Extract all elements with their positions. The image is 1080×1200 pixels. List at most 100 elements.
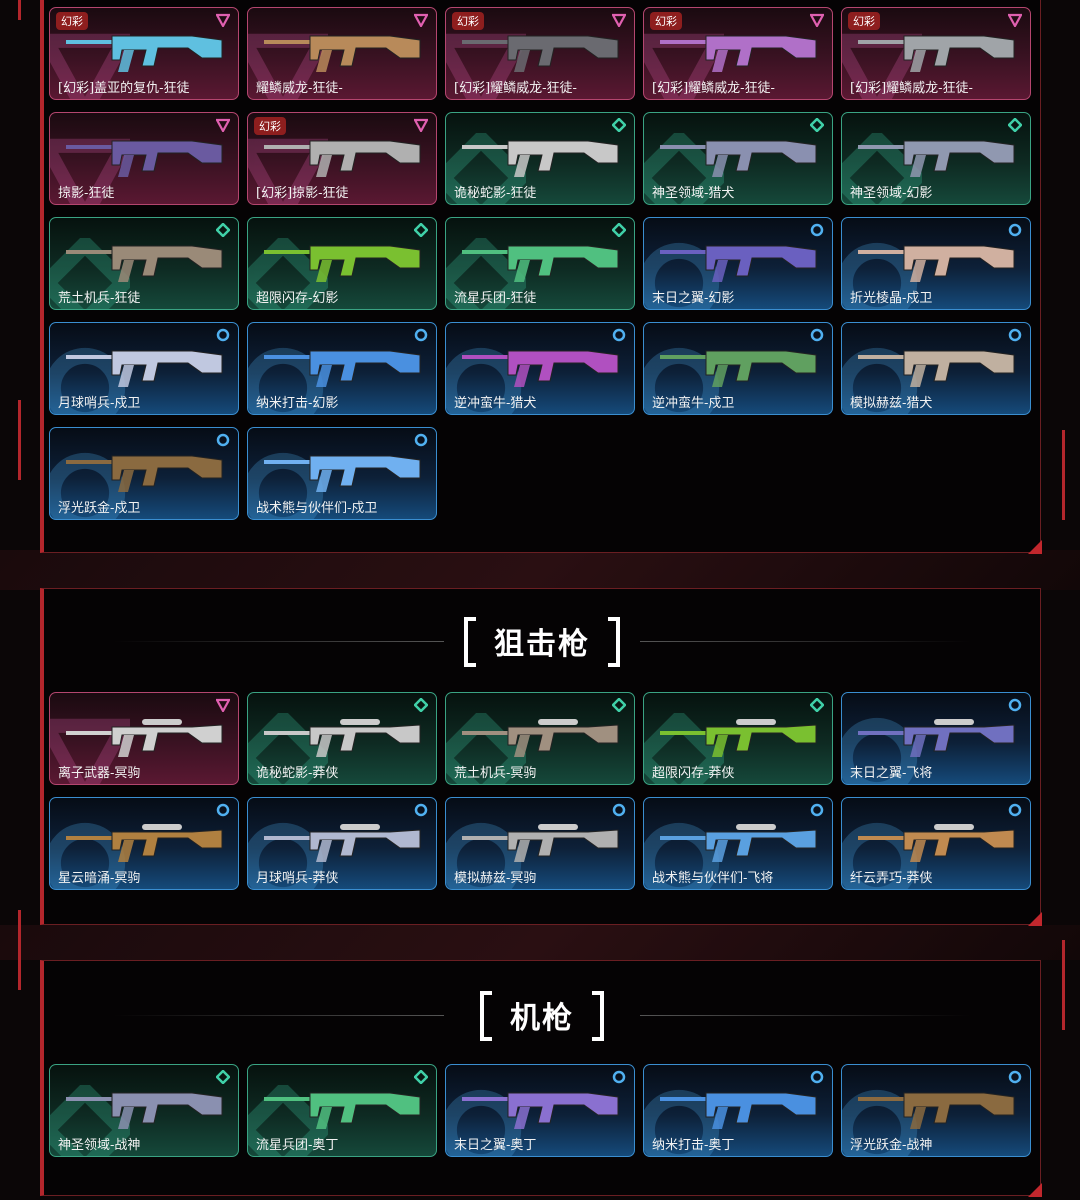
background-decoration (0, 925, 1080, 960)
skin-name: 纳米打击-奥丁 (652, 1138, 735, 1153)
diamond-tier-icon (1008, 118, 1022, 132)
section-header: 狙击枪 (44, 611, 1040, 671)
skin-card[interactable]: 末日之翼-奥丁 (445, 1064, 635, 1157)
skin-card[interactable]: 幻彩[幻彩]耀鳞威龙-狂徒- (445, 7, 635, 100)
skin-name: 超限闪存-幻影 (256, 291, 339, 306)
weapon-image (462, 350, 619, 387)
tier-watermark-icon (644, 713, 724, 784)
weapon-image (264, 140, 421, 177)
triangle-tier-icon (216, 698, 230, 712)
weapon-image (660, 719, 817, 757)
skin-name: 掠影-狂徒 (58, 186, 115, 201)
weapon-image (264, 455, 421, 492)
skin-card[interactable]: 末日之翼-飞将 (841, 692, 1031, 785)
section-title: 机枪 (510, 1001, 574, 1036)
weapon-image (462, 719, 619, 757)
skin-name: 纳米打击-幻影 (256, 396, 339, 411)
skin-card[interactable]: 流星兵团-狂徒 (445, 217, 635, 310)
skin-card[interactable]: 超限闪存-莽侠 (643, 692, 833, 785)
circle-tier-icon (1008, 1070, 1022, 1084)
weapon-image (264, 245, 421, 282)
skin-card[interactable]: 神圣领域-幻影 (841, 112, 1031, 205)
tier-watermark-icon (842, 717, 918, 784)
tier-watermark-icon (842, 133, 922, 204)
skin-name: 星云暗涌-冥驹 (58, 871, 141, 886)
skin-name: 战术熊与伙伴们-戍卫 (256, 501, 378, 516)
skin-name: 模拟赫兹-冥驹 (454, 871, 537, 886)
skin-name: 纤云弄巧-莽侠 (850, 871, 933, 886)
tier-watermark-icon (644, 133, 724, 204)
skin-name: 流星兵团-狂徒 (454, 291, 537, 306)
skin-name: 折光棱晶-戍卫 (850, 291, 933, 306)
skin-name: [幻彩]掠影-狂徒 (256, 186, 349, 201)
skin-card[interactable]: 纳米打击-奥丁 (643, 1064, 833, 1157)
skin-card[interactable]: 逆冲蛮牛-猎犬 (445, 322, 635, 415)
skin-name: 末日之翼-飞将 (850, 766, 933, 781)
skin-card[interactable]: 纳米打击-幻影 (247, 322, 437, 415)
section-header: 机枪 (44, 985, 1040, 1045)
skin-card[interactable]: 幻彩[幻彩]盖亚的复仇-狂徒 (49, 7, 239, 100)
skin-card[interactable]: 掠影-狂徒 (49, 112, 239, 205)
weapon-image (264, 35, 421, 72)
diamond-tier-icon (612, 698, 626, 712)
circle-tier-icon (216, 803, 230, 817)
skin-card[interactable]: 末日之翼-幻影 (643, 217, 833, 310)
tier-watermark-icon (50, 238, 130, 309)
skin-card[interactable]: 荒土机兵-冥驹 (445, 692, 635, 785)
skin-card[interactable]: 浮光跃金-战神 (841, 1064, 1031, 1157)
weapon-image (858, 245, 1015, 282)
weapon-image (66, 350, 223, 387)
skin-card[interactable]: 耀鳞威龙-狂徒- (247, 7, 437, 100)
skin-card[interactable]: 超限闪存-幻影 (247, 217, 437, 310)
weapon-image (660, 245, 817, 282)
skin-card[interactable]: 神圣领域-猎犬 (643, 112, 833, 205)
weapon-image (858, 824, 1015, 862)
weapon-image (462, 1092, 619, 1129)
skin-card[interactable]: 诡秘蛇影-狂徒 (445, 112, 635, 205)
skin-card[interactable]: 月球哨兵-莽侠 (247, 797, 437, 890)
tier-watermark-icon (248, 713, 328, 784)
weapon-image (462, 140, 619, 177)
skin-card[interactable]: 幻彩[幻彩]耀鳞威龙-狂徒- (841, 7, 1031, 100)
skin-card[interactable]: 诡秘蛇影-莽侠 (247, 692, 437, 785)
skin-card[interactable]: 模拟赫兹-冥驹 (445, 797, 635, 890)
skin-card[interactable]: 神圣领域-战神 (49, 1064, 239, 1157)
skin-card[interactable]: 模拟赫兹-猎犬 (841, 322, 1031, 415)
skin-card[interactable]: 纤云弄巧-莽侠 (841, 797, 1031, 890)
skin-card[interactable]: 折光棱晶-戍卫 (841, 217, 1031, 310)
circle-tier-icon (1008, 223, 1022, 237)
circle-tier-icon (810, 223, 824, 237)
side-tick (18, 400, 21, 480)
skin-card[interactable]: 星云暗涌-冥驹 (49, 797, 239, 890)
skin-card[interactable]: 逆冲蛮牛-戍卫 (643, 322, 833, 415)
weapon-image (660, 824, 817, 862)
skin-card[interactable]: 荒土机兵-狂徒 (49, 217, 239, 310)
skin-name: 战术熊与伙伴们-飞将 (652, 871, 774, 886)
skin-name: 神圣领域-猎犬 (652, 186, 735, 201)
tier-watermark-icon (644, 822, 720, 889)
skin-card[interactable]: 幻彩[幻彩]耀鳞威龙-狂徒- (643, 7, 833, 100)
prism-badge: 幻彩 (650, 12, 682, 30)
skin-name: 逆冲蛮牛-猎犬 (454, 396, 537, 411)
side-tick (1062, 940, 1065, 1030)
side-tick (18, 0, 21, 20)
skin-name: 模拟赫兹-猎犬 (850, 396, 933, 411)
weapon-image (660, 140, 817, 177)
skin-name: 神圣领域-幻影 (850, 186, 933, 201)
triangle-tier-icon (1008, 13, 1022, 27)
skin-card[interactable]: 战术熊与伙伴们-飞将 (643, 797, 833, 890)
weapon-image (462, 35, 619, 72)
diamond-tier-icon (810, 118, 824, 132)
section-title: 狙击枪 (494, 627, 590, 662)
skin-name: 逆冲蛮牛-戍卫 (652, 396, 735, 411)
skin-card[interactable]: 战术熊与伙伴们-戍卫 (247, 427, 437, 520)
skin-name: 浮光跃金-战神 (850, 1138, 933, 1153)
skin-card[interactable]: 浮光跃金-戍卫 (49, 427, 239, 520)
weapon-image (462, 824, 619, 862)
skin-card[interactable]: 离子武器-冥驹 (49, 692, 239, 785)
skin-card[interactable]: 流星兵团-奥丁 (247, 1064, 437, 1157)
skin-card[interactable]: 月球哨兵-戍卫 (49, 322, 239, 415)
skin-card[interactable]: 幻彩[幻彩]掠影-狂徒 (247, 112, 437, 205)
tier-watermark-icon (50, 1085, 130, 1156)
circle-tier-icon (810, 328, 824, 342)
